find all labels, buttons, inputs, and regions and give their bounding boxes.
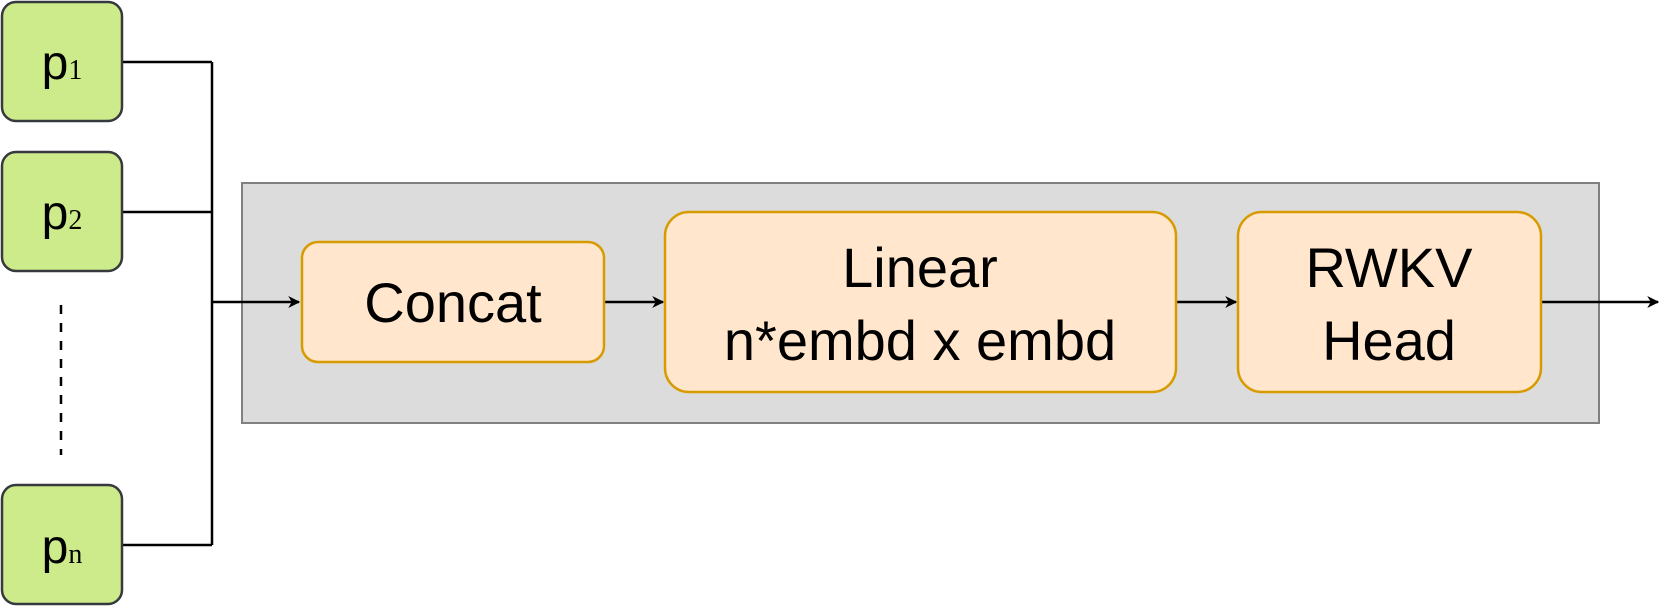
rwkv-label-line2: Head — [1322, 309, 1456, 372]
linear-label-line2: n*embd x embd — [724, 309, 1116, 372]
concat-label: Concat — [364, 271, 542, 334]
input-subscript: n — [68, 539, 82, 570]
svg-text:p1: p1 — [42, 37, 83, 90]
concat-block: Concat — [300, 240, 606, 364]
input-subscript: 1 — [68, 55, 82, 86]
linear-block: Linear n*embd x embd — [663, 210, 1178, 394]
input-node-pn: pn — [0, 483, 124, 606]
rwkv-head-block: RWKV Head — [1236, 210, 1543, 394]
input-label: p — [42, 521, 69, 574]
input-node-p2: p2 — [0, 150, 124, 273]
input-node-p1: p1 — [0, 0, 124, 123]
input-label: p — [42, 37, 69, 90]
linear-label-line1: Linear — [842, 236, 998, 299]
svg-text:p2: p2 — [42, 187, 83, 240]
svg-text:pn: pn — [42, 521, 83, 574]
input-label: p — [42, 187, 69, 240]
input-subscript: 2 — [68, 205, 82, 236]
input-connectors — [122, 60, 214, 547]
rwkv-label-line1: RWKV — [1306, 236, 1474, 299]
